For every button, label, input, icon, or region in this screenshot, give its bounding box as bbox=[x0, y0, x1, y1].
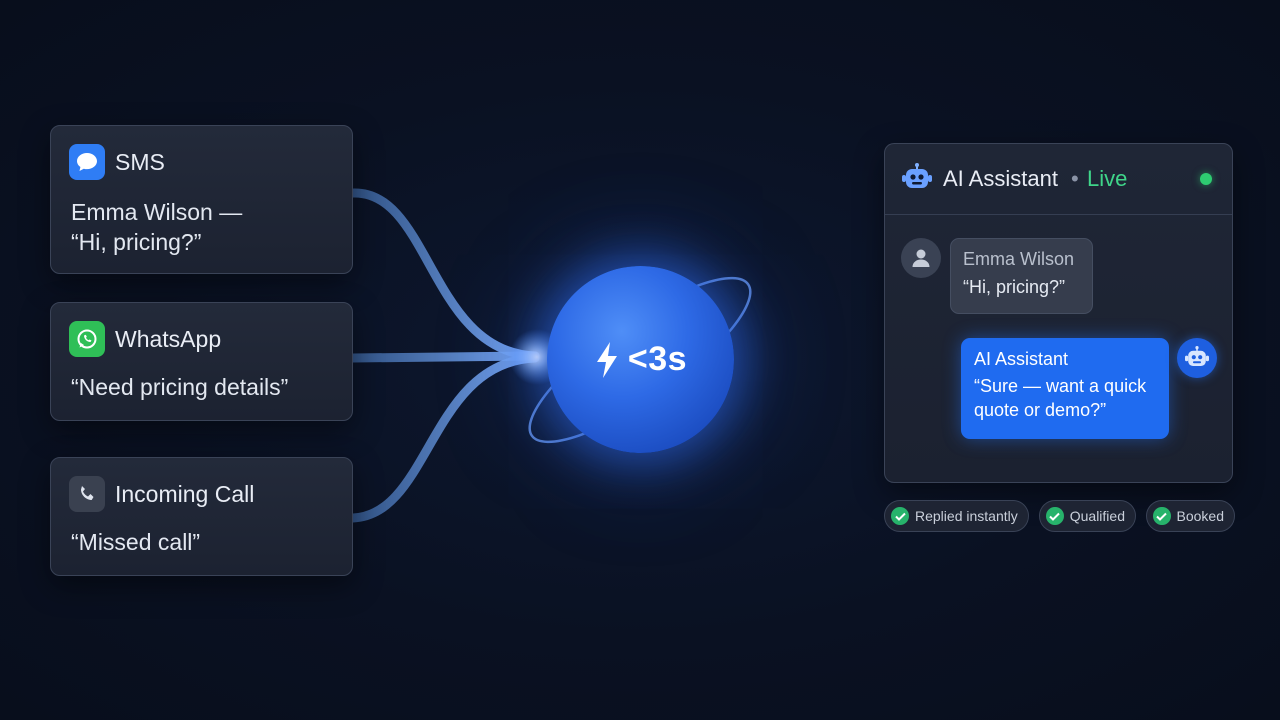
sender-name: AI Assistant bbox=[974, 349, 1069, 369]
badge-label: Replied instantly bbox=[915, 508, 1018, 524]
whatsapp-card[interactable]: WhatsApp “Need pricing details” bbox=[50, 302, 353, 421]
live-status: Live bbox=[1087, 166, 1128, 191]
call-connection bbox=[348, 353, 540, 523]
assistant-reply-bubble: AI Assistant “Sure — want a quick quote … bbox=[961, 338, 1169, 439]
bot-avatar bbox=[1177, 338, 1217, 378]
badge-label: Qualified bbox=[1069, 508, 1125, 524]
app-name: SMS bbox=[115, 148, 165, 175]
message-line: “Hi, pricing?” bbox=[71, 229, 202, 255]
message-text: “Hi, pricing?” bbox=[963, 277, 1066, 297]
sms-connection bbox=[348, 188, 540, 361]
phone-icon bbox=[69, 476, 105, 512]
checkmark-icon bbox=[1046, 507, 1064, 525]
message-line: Emma Wilson — bbox=[71, 199, 243, 225]
chat-bubble-icon bbox=[69, 144, 105, 180]
status-badges: Replied instantly Qualified Booked bbox=[884, 500, 1235, 532]
badge-label: Booked bbox=[1176, 508, 1224, 524]
panel-header: AI Assistant • Live bbox=[885, 144, 1232, 215]
person-icon bbox=[912, 249, 930, 267]
checkmark-icon bbox=[1153, 507, 1171, 525]
ai-assistant-panel: AI Assistant • Live Emma Wilson “Hi, pri… bbox=[884, 143, 1233, 483]
sender-name: Emma Wilson bbox=[963, 249, 1075, 269]
message-line: “Missed call” bbox=[71, 529, 201, 555]
message-line: “Need pricing details” bbox=[71, 374, 289, 400]
badge-booked: Booked bbox=[1146, 500, 1235, 532]
whatsapp-icon bbox=[69, 321, 105, 357]
title-separator: • bbox=[1071, 166, 1079, 191]
message-preview: “Need pricing details” bbox=[71, 372, 288, 402]
app-name: WhatsApp bbox=[115, 325, 222, 352]
incoming-message-bubble: Emma Wilson “Hi, pricing?” bbox=[950, 238, 1093, 314]
whatsapp-connection bbox=[348, 351, 540, 363]
lightning-icon bbox=[596, 341, 617, 378]
badge-qualified: Qualified bbox=[1039, 500, 1136, 532]
checkmark-icon bbox=[891, 507, 909, 525]
message-preview: “Missed call” bbox=[71, 527, 200, 557]
message-text: “Sure — want a quick quote or demo?” bbox=[974, 376, 1147, 420]
incoming-call-card[interactable]: Incoming Call “Missed call” bbox=[50, 457, 353, 576]
live-indicator-dot bbox=[1200, 173, 1212, 185]
app-name: Incoming Call bbox=[115, 480, 255, 507]
response-time: <3s bbox=[627, 340, 688, 378]
badge-replied-instantly: Replied instantly bbox=[884, 500, 1029, 532]
message-preview: Emma Wilson — “Hi, pricing?” bbox=[71, 197, 242, 257]
robot-icon bbox=[1185, 346, 1209, 366]
panel-title: AI Assistant bbox=[943, 166, 1058, 191]
ai-core-orb: <3s bbox=[547, 266, 734, 453]
robot-icon bbox=[901, 163, 933, 198]
sms-card[interactable]: SMS Emma Wilson — “Hi, pricing?” bbox=[50, 125, 353, 274]
user-avatar bbox=[901, 238, 941, 278]
